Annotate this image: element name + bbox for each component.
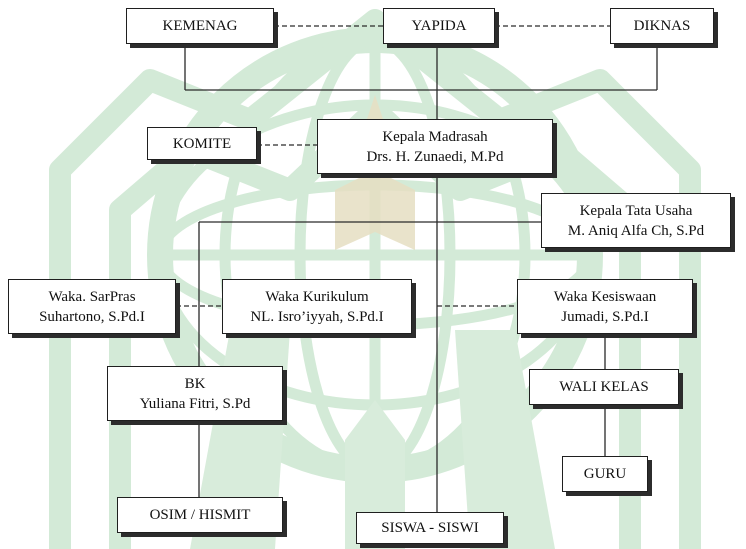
node-yapida-line-1: YAPIDA [411, 18, 467, 34]
node-guru-line-1: GURU [583, 466, 627, 482]
node-ktu-name: M. Aniq Alfa Ch, S.Pd [567, 222, 705, 239]
node-kesiswaan-title: Waka Kesiswaan [553, 288, 657, 305]
node-waka-kurikulum: Waka Kurikulum NL. Isro’iyyah, S.Pd.I [222, 279, 412, 334]
node-siswa-siswi: SISWA - SISWI [356, 512, 504, 544]
node-wali-kelas: WALI KELAS [529, 369, 679, 405]
node-kurikulum-name: NL. Isro’iyyah, S.Pd.I [250, 308, 384, 325]
node-bk: BK Yuliana Fitri, S.Pd [107, 366, 283, 421]
node-ktu-title: Kepala Tata Usaha [579, 202, 693, 219]
node-kepala-name: Drs. H. Zunaedi, M.Pd [366, 148, 504, 165]
node-kesiswaan-name: Jumadi, S.Pd.I [561, 308, 649, 325]
node-waka-kesiswaan: Waka Kesiswaan Jumadi, S.Pd.I [517, 279, 693, 334]
node-kepala-madrasah: Kepala Madrasah Drs. H. Zunaedi, M.Pd [317, 119, 553, 174]
node-kemenag: KEMENAG [126, 8, 274, 44]
node-diknas: DIKNAS [610, 8, 714, 44]
node-bk-name: Yuliana Fitri, S.Pd [139, 395, 251, 412]
node-sarpras-name: Suhartono, S.Pd.I [39, 308, 145, 325]
node-guru: GURU [562, 456, 648, 492]
node-waka-sarpras: Waka. SarPras Suhartono, S.Pd.I [8, 279, 176, 334]
node-diknas-line-1: DIKNAS [633, 18, 691, 34]
node-komite-line-1: KOMITE [172, 135, 232, 152]
node-kemenag-line-1: KEMENAG [162, 18, 238, 34]
node-osim-line-1: OSIM / HISMIT [149, 507, 251, 523]
node-bk-title: BK [184, 375, 206, 392]
node-kepala-title: Kepala Madrasah [382, 128, 488, 145]
node-sarpras-title: Waka. SarPras [48, 288, 136, 305]
node-kepala-tata-usaha: Kepala Tata Usaha M. Aniq Alfa Ch, S.Pd [541, 193, 731, 248]
node-komite: KOMITE [147, 127, 257, 160]
node-osim-hismit: OSIM / HISMIT [117, 497, 283, 533]
node-kurikulum-title: Waka Kurikulum [265, 288, 369, 305]
node-siswa-line-1: SISWA - SISWI [381, 520, 479, 536]
node-walikelas-line-1: WALI KELAS [559, 379, 649, 395]
node-yapida: YAPIDA [383, 8, 495, 44]
